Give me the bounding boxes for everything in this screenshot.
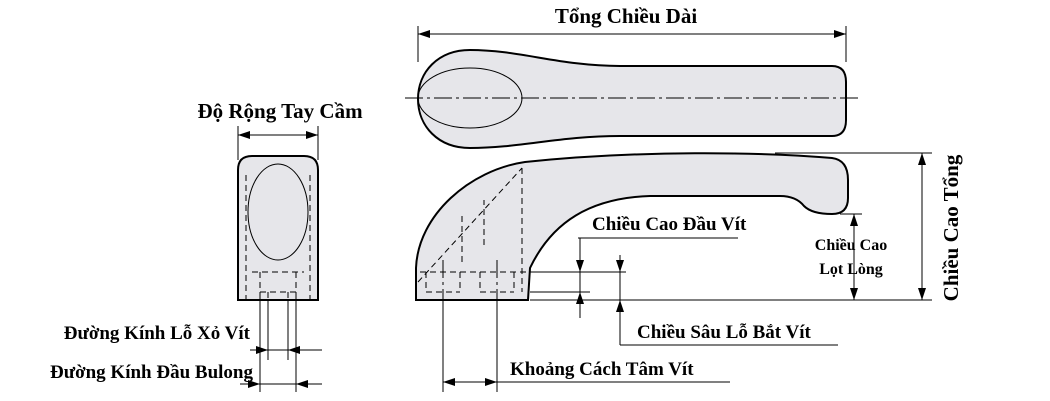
screw-head-height-dimension <box>530 237 738 318</box>
bolt-head-diameter-label: Đường Kính Đầu Bulong <box>50 362 254 383</box>
screw-center-distance-label: Khoảng Cách Tâm Vít <box>510 359 694 380</box>
handle-front-view-outline <box>237 155 319 301</box>
front-view <box>237 155 319 301</box>
screw-hole-diameter-dimension <box>250 300 322 360</box>
handle-side-view-outline <box>415 152 849 301</box>
screw-hole-diameter-label: Đường Kính Lỗ Xỏ Vít <box>64 323 251 344</box>
handle-width-label: Độ Rộng Tay Cầm <box>197 99 363 123</box>
top-view <box>405 48 862 150</box>
screw-hole-depth-dimension <box>616 255 838 346</box>
handle-width-dimension <box>237 126 319 160</box>
bolt-head-diameter-dimension <box>240 292 322 392</box>
side-view <box>415 152 849 301</box>
screw-center-distance-dimension <box>442 300 730 392</box>
overall-length-dimension <box>417 26 847 62</box>
screw-hole-depth-label: Chiều Sâu Lỗ Bắt Vít <box>637 322 812 343</box>
grip-clearance-label-line2: Lọt Lòng <box>819 261 883 278</box>
grip-clearance-label-line1: Chiều Cao <box>815 237 887 254</box>
grip-clearance-dimension <box>840 213 862 300</box>
screw-head-height-label: Chiều Cao Đầu Vít <box>592 214 747 235</box>
overall-length-label: Tổng Chiều Dài <box>555 4 698 28</box>
handle-top-view-outline <box>416 48 847 150</box>
front-view-bolt-hole <box>247 163 309 261</box>
overall-height-label: Chiều Cao Tổng <box>939 154 963 301</box>
overall-height-dimension <box>530 152 932 301</box>
